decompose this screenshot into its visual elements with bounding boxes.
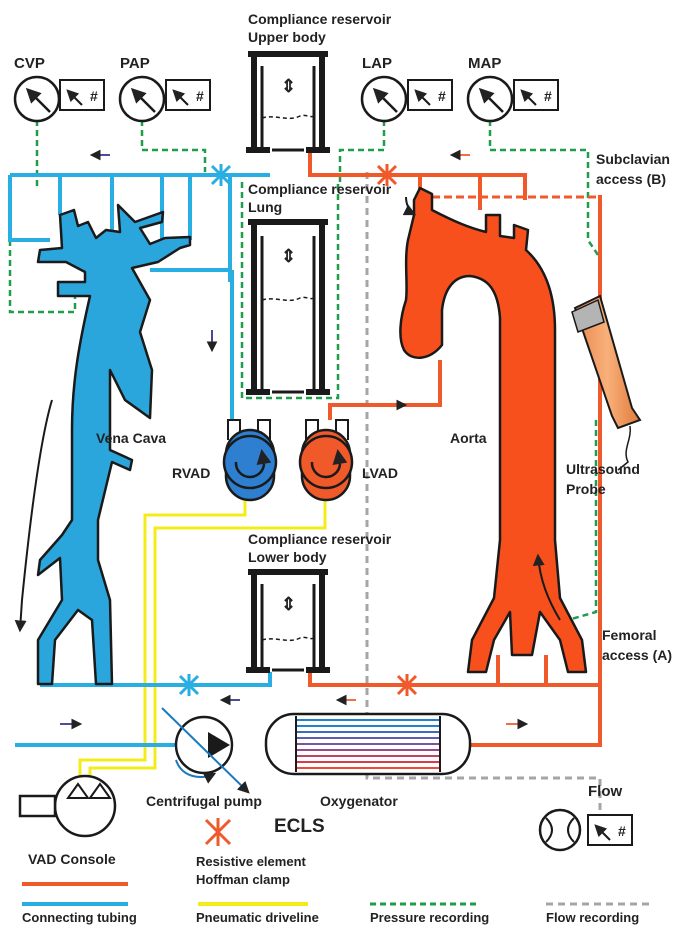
reservoir-lower-subtitle: Lower body bbox=[248, 549, 327, 565]
ultrasound-label-2: Probe bbox=[566, 481, 606, 497]
vad-console-label: VAD Console bbox=[28, 851, 116, 867]
recorder-symbol: # bbox=[544, 88, 552, 104]
reservoir-upper-subtitle: Upper body bbox=[248, 29, 326, 45]
lap-label: LAP bbox=[362, 55, 392, 72]
gauge-map: # MAP bbox=[468, 55, 558, 121]
rvad-label: RVAD bbox=[172, 465, 210, 481]
recorder-symbol: # bbox=[196, 88, 204, 104]
lvad-pump bbox=[300, 420, 352, 500]
gauge-pap: # PAP bbox=[120, 55, 210, 121]
lvad-label: LVAD bbox=[362, 465, 398, 481]
map-label: MAP bbox=[468, 55, 501, 72]
cannulation-arrow-venous bbox=[20, 400, 52, 630]
reservoir-lower-body: ⇕ bbox=[246, 572, 330, 670]
cvp-label: CVP bbox=[14, 55, 45, 72]
aorta-vessel bbox=[400, 188, 586, 672]
reservoir-lung-title: Compliance reservoir bbox=[248, 181, 392, 197]
flow-label: Flow bbox=[588, 783, 622, 800]
recorder-symbol: # bbox=[618, 823, 626, 839]
reservoir-lower-symbol: ⇕ bbox=[281, 594, 296, 614]
subclavian-label-1: Subclavian bbox=[596, 151, 670, 167]
legend-lines bbox=[22, 884, 652, 904]
reservoir-upper-symbol: ⇕ bbox=[281, 76, 296, 96]
gauge-lap: # LAP bbox=[362, 55, 452, 121]
reservoir-lower-title: Compliance reservoir bbox=[248, 531, 392, 547]
ultrasound-label-1: Ultrasound bbox=[566, 461, 640, 477]
rvad-pump bbox=[224, 420, 276, 500]
ultrasound-probe bbox=[572, 296, 640, 470]
oxygenator bbox=[266, 714, 470, 774]
gauge-cvp: # CVP bbox=[14, 55, 104, 121]
legend-flow-recording: Flow recording bbox=[546, 910, 639, 925]
legend-pressure-recording: Pressure recording bbox=[370, 910, 489, 925]
legend-clamp-icon bbox=[206, 818, 230, 846]
legend-pneumatic-driveline: Pneumatic driveline bbox=[196, 910, 319, 925]
ecls-label: ECLS bbox=[274, 816, 325, 837]
vena-cava-label: Vena Cava bbox=[96, 430, 166, 446]
oxygenator-label: Oxygenator bbox=[320, 793, 398, 809]
centrifugal-pump-label: Centrifugal pump bbox=[146, 793, 262, 809]
subclavian-label-2: access (B) bbox=[596, 171, 666, 187]
vad-console bbox=[20, 776, 115, 836]
reservoir-upper-body: ⇕ bbox=[246, 52, 330, 150]
legend-resistive-2: Hoffman clamp bbox=[196, 872, 290, 887]
pap-label: PAP bbox=[120, 55, 150, 72]
femoral-label-2: access (A) bbox=[602, 647, 672, 663]
aorta-label: Aorta bbox=[450, 430, 487, 446]
reservoir-lung-symbol: ⇕ bbox=[281, 246, 296, 266]
reservoir-lung-subtitle: Lung bbox=[248, 199, 282, 215]
gauge-flow: # Flow bbox=[540, 783, 632, 850]
reservoir-lung: ⇕ bbox=[246, 222, 330, 392]
centrifugal-pump bbox=[162, 708, 248, 792]
recorder-symbol: # bbox=[438, 88, 446, 104]
recorder-symbol: # bbox=[90, 88, 98, 104]
legend-resistive-1: Resistive element bbox=[196, 854, 307, 869]
femoral-label-1: Femoral bbox=[602, 627, 656, 643]
legend-connecting-tubing: Connecting tubing bbox=[22, 910, 137, 925]
reservoir-upper-title: Compliance reservoir bbox=[248, 11, 392, 27]
